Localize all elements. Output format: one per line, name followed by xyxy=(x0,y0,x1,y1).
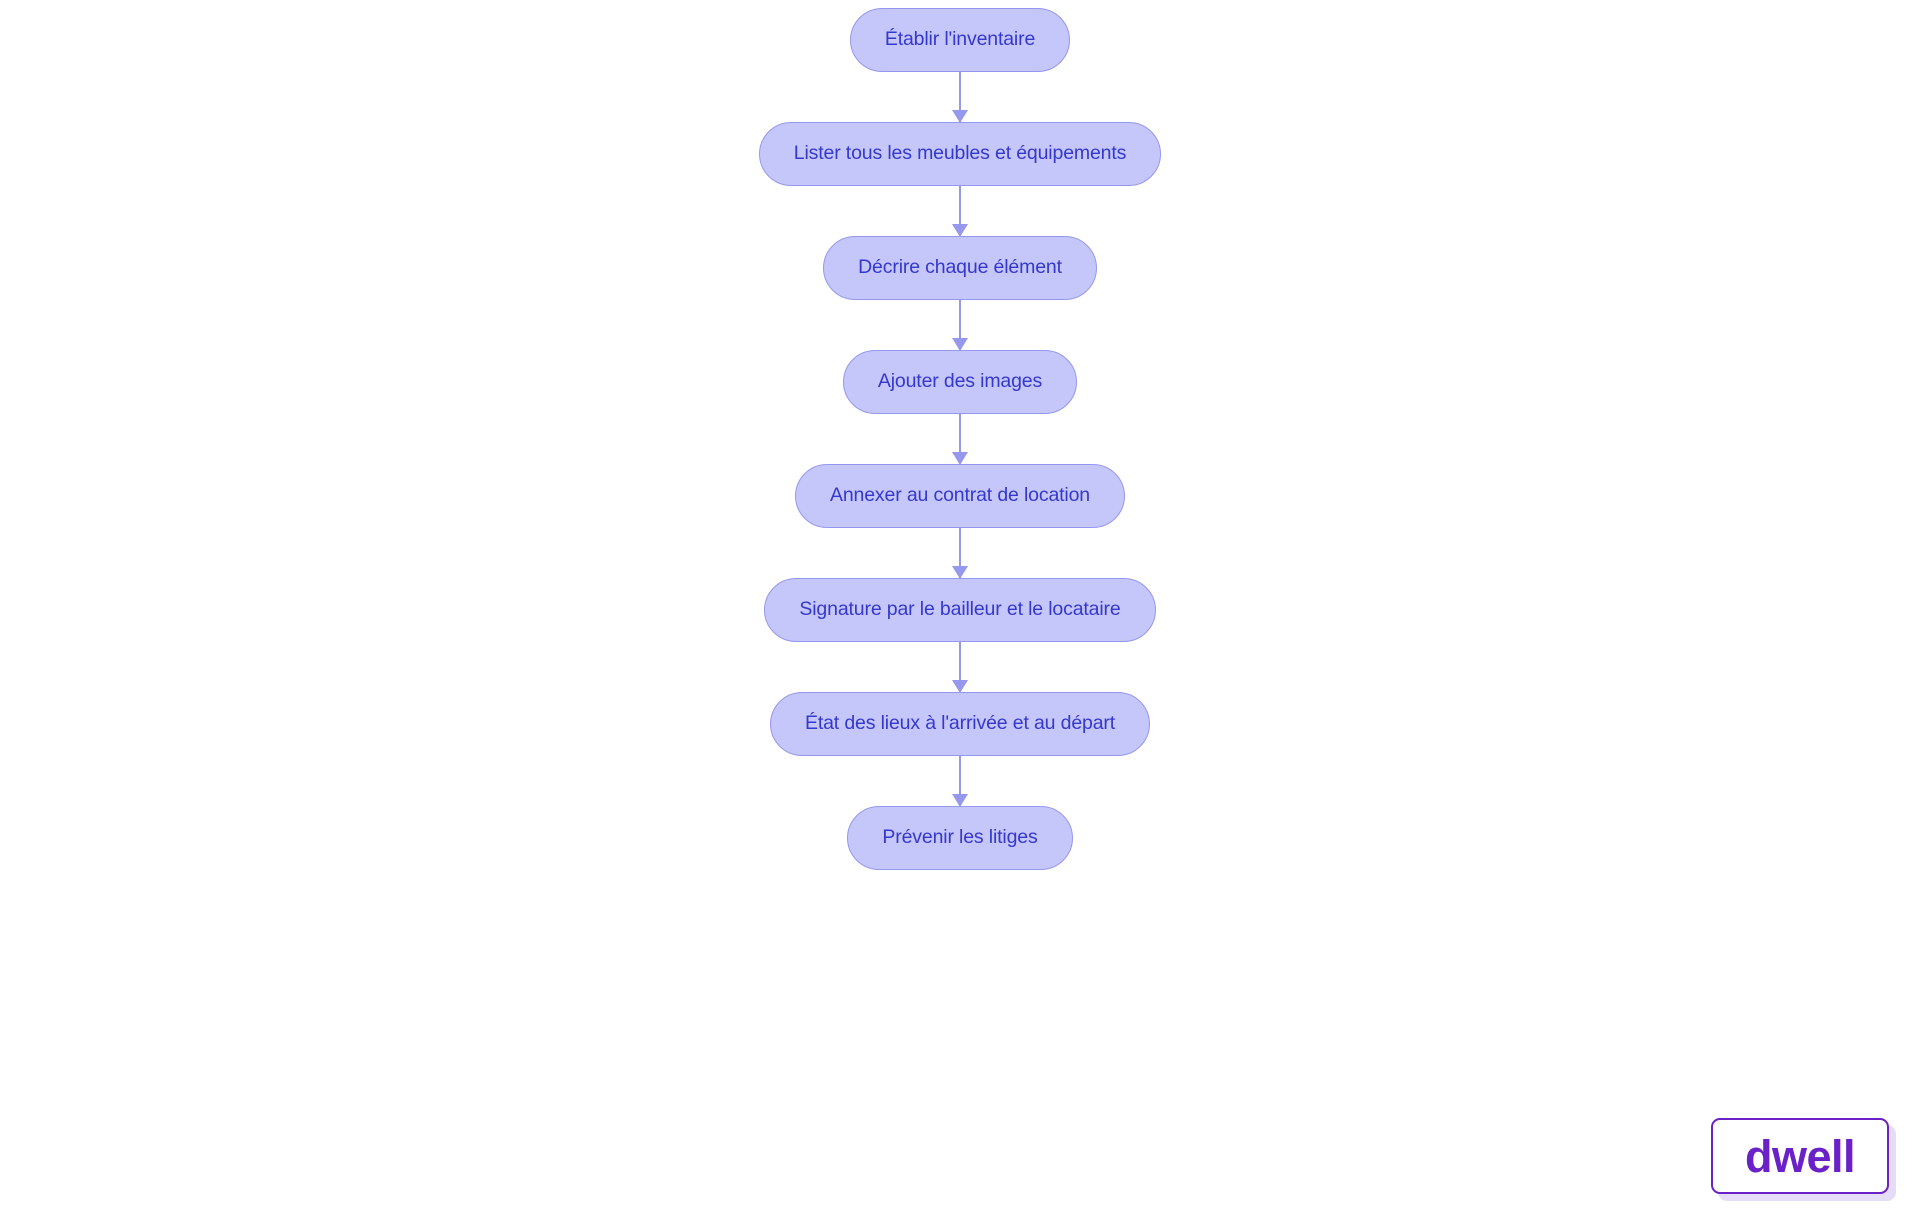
edge-line xyxy=(959,300,961,350)
edge-line xyxy=(959,186,961,236)
arrow-down-icon xyxy=(952,110,968,123)
node-label: Décrire chaque élément xyxy=(858,256,1062,279)
flowchart-edge-n2-n3 xyxy=(945,186,975,237)
flowchart-node-decrire-element[interactable]: Décrire chaque élément xyxy=(823,236,1097,300)
arrow-down-icon xyxy=(952,338,968,351)
node-label: Établir l'inventaire xyxy=(884,28,1036,51)
flowchart-edge-n4-n5 xyxy=(945,414,975,465)
edge-line xyxy=(959,756,961,806)
edge-line xyxy=(959,72,961,122)
arrow-down-icon xyxy=(952,680,968,693)
flowchart-node-prevenir-litiges[interactable]: Prévenir les litiges xyxy=(847,806,1073,870)
flowchart-node-ajouter-images[interactable]: Ajouter des images xyxy=(842,350,1078,414)
arrow-down-icon xyxy=(952,794,968,807)
flowchart-node-chain: Établir l'inventaire Lister tous les meu… xyxy=(0,8,1920,870)
flowchart-node-annexer-contrat[interactable]: Annexer au contrat de location xyxy=(794,464,1125,528)
edge-line xyxy=(959,414,961,464)
arrow-down-icon xyxy=(952,566,968,579)
flowchart-edge-n6-n7 xyxy=(945,642,975,693)
flowchart-node-etablir-inventaire[interactable]: Établir l'inventaire xyxy=(849,8,1071,72)
node-label: Lister tous les meubles et équipements xyxy=(793,142,1127,165)
flowchart-edge-n7-n8 xyxy=(945,756,975,807)
node-label: Signature par le bailleur et le locatair… xyxy=(799,598,1121,621)
node-label: État des lieux à l'arrivée et au départ xyxy=(804,712,1116,735)
flowchart-edge-n3-n4 xyxy=(945,300,975,351)
arrow-down-icon xyxy=(952,452,968,465)
node-label: Annexer au contrat de location xyxy=(829,484,1090,507)
brand-name: dwell xyxy=(1744,1130,1856,1182)
flowchart-node-lister-meubles[interactable]: Lister tous les meubles et équipements xyxy=(758,122,1162,186)
flowchart-edge-n1-n2 xyxy=(945,72,975,123)
edge-line xyxy=(959,642,961,692)
flowchart-edge-n5-n6 xyxy=(945,528,975,579)
node-label: Prévenir les litiges xyxy=(882,826,1038,849)
flowchart-node-etat-des-lieux[interactable]: État des lieux à l'arrivée et au départ xyxy=(769,692,1151,756)
node-label: Ajouter des images xyxy=(877,370,1043,393)
brand-logo-badge: dwell xyxy=(1711,1118,1889,1194)
arrow-down-icon xyxy=(952,224,968,237)
flowchart-node-signature-bailleur-locataire[interactable]: Signature par le bailleur et le locatair… xyxy=(764,578,1156,642)
edge-line xyxy=(959,528,961,578)
